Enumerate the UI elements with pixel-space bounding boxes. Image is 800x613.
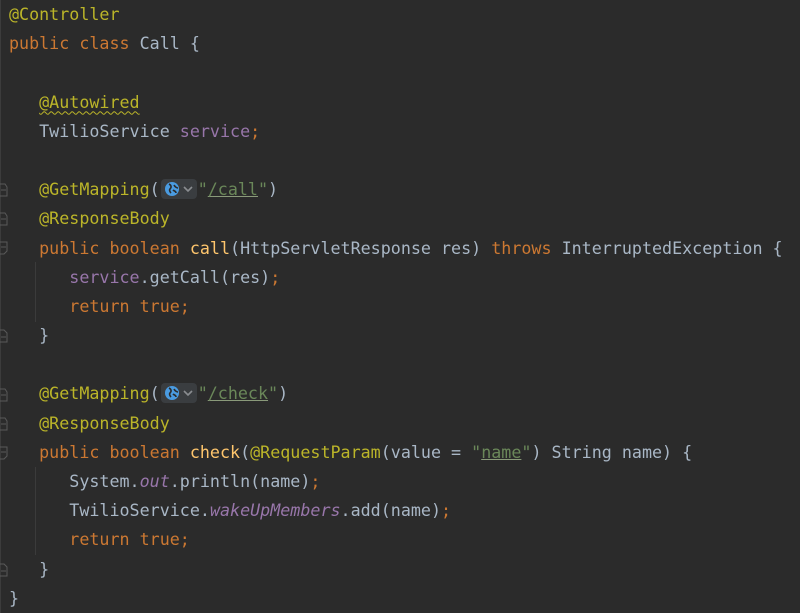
globe-icon <box>164 385 179 400</box>
paren: ( <box>149 179 160 200</box>
code-line-15: @ResponseBody <box>9 409 783 438</box>
globe-icon <box>164 181 179 196</box>
code-line-12: } <box>9 321 783 350</box>
type-name: TwilioService <box>39 120 180 141</box>
chevron-down-icon <box>183 390 193 397</box>
quote: " <box>471 441 482 462</box>
fold-marker-method-check[interactable] <box>0 446 8 460</box>
code-line-18: TwilioService.wakeUpMembers.add(name); <box>9 496 783 525</box>
code-line-13 <box>9 350 783 379</box>
paren: ) <box>268 179 279 200</box>
code-line-1: @Controller <box>9 0 783 29</box>
semicolon: ; <box>270 266 281 287</box>
field-name: service <box>179 120 251 141</box>
method-call: .println(name) <box>169 471 311 491</box>
quote: " <box>257 179 269 200</box>
paren: ) <box>278 383 289 404</box>
keyword: return true <box>69 295 180 316</box>
code-line-6 <box>9 146 783 175</box>
code-area[interactable]: @Controller public class Call { @Autowir… <box>9 0 783 613</box>
code-line-8: @ResponseBody <box>9 204 783 233</box>
code-line-5: TwilioService service; <box>9 117 783 146</box>
fold-marker-method-check-end[interactable] <box>0 563 8 577</box>
params: (HttpServletResponse res) <box>230 237 492 258</box>
annotation: @ResponseBody <box>39 208 170 229</box>
keyword: throws <box>491 237 552 258</box>
param-value-link[interactable]: name <box>481 441 522 462</box>
code-line-21: } <box>9 584 783 613</box>
static-field: wakeUpMembers <box>209 500 341 521</box>
brace: } <box>9 587 20 608</box>
quote: " <box>197 383 208 404</box>
endpoint-inlay-hint[interactable] <box>160 178 197 199</box>
code-line-19: return true; <box>9 525 783 554</box>
brace: } <box>39 558 50 579</box>
code-line-3 <box>9 58 783 87</box>
code-line-2: public class Call { <box>9 29 783 58</box>
code-line-16: public boolean check(@RequestParam(value… <box>9 438 783 467</box>
class-ref: TwilioService. <box>69 500 210 521</box>
annotation: @RequestParam <box>250 441 381 462</box>
static-field: out <box>139 471 170 491</box>
fold-marker-responsebody-check[interactable] <box>0 417 8 431</box>
semicolon: ; <box>179 529 190 550</box>
chevron-down-icon <box>183 186 193 192</box>
keyword: return true <box>69 529 180 550</box>
fold-marker-responsebody-call[interactable] <box>0 212 8 226</box>
quote: " <box>197 179 208 200</box>
code-line-10: service.getCall(res); <box>9 263 783 292</box>
quote: " <box>268 383 279 404</box>
brace: } <box>39 325 50 346</box>
annotation: @GetMapping <box>39 383 150 404</box>
code-line-7: @GetMapping( "/call") <box>9 175 783 204</box>
keyword: public class <box>9 33 140 54</box>
params: ) String name) { <box>531 441 693 462</box>
endpoint-inlay-hint[interactable] <box>160 382 197 403</box>
fold-marker-getmapping-call[interactable] <box>0 183 8 197</box>
paren: ( <box>240 441 251 462</box>
class-ref: System. <box>69 471 140 491</box>
code-line-4: @Autowired <box>9 88 783 117</box>
annotation: @Controller <box>9 4 120 24</box>
class-name: Call { <box>139 33 200 54</box>
code-line-17: System.out.println(name); <box>9 467 783 496</box>
endpoint-path-link[interactable]: /check <box>207 383 269 404</box>
method-call: .getCall(res) <box>139 266 271 287</box>
paren: ( <box>149 383 160 404</box>
param-attr: (value = <box>380 441 472 462</box>
fold-marker-method-call-end[interactable] <box>0 329 8 343</box>
semicolon: ; <box>310 471 321 491</box>
quote: " <box>521 441 532 462</box>
keyword: public boolean <box>39 237 190 258</box>
semicolon: ; <box>179 295 190 316</box>
endpoint-path-link[interactable]: /call <box>207 179 258 200</box>
fold-marker-method-call[interactable] <box>0 241 8 255</box>
code-line-11: return true; <box>9 292 783 321</box>
method-name: call <box>189 237 231 258</box>
semicolon: ; <box>441 500 452 521</box>
indent-guide <box>35 467 36 555</box>
field-name: service <box>69 266 140 287</box>
code-line-9: public boolean call(HttpServletResponse … <box>9 234 783 263</box>
code-line-20: } <box>9 555 783 584</box>
exception-type: InterruptedException { <box>551 237 783 258</box>
gutter-border <box>0 0 1 613</box>
fold-marker-getmapping-check[interactable] <box>0 388 8 402</box>
semicolon: ; <box>250 120 261 141</box>
keyword: public boolean <box>39 441 190 462</box>
annotation: @GetMapping <box>39 179 150 200</box>
method-name: check <box>189 441 241 462</box>
annotation: @ResponseBody <box>39 412 170 433</box>
code-line-14: @GetMapping( "/check") <box>9 379 783 408</box>
indent-guide <box>35 262 36 322</box>
annotation-autowired-warning[interactable]: @Autowired <box>39 91 140 112</box>
method-call: .add(name) <box>340 500 442 521</box>
